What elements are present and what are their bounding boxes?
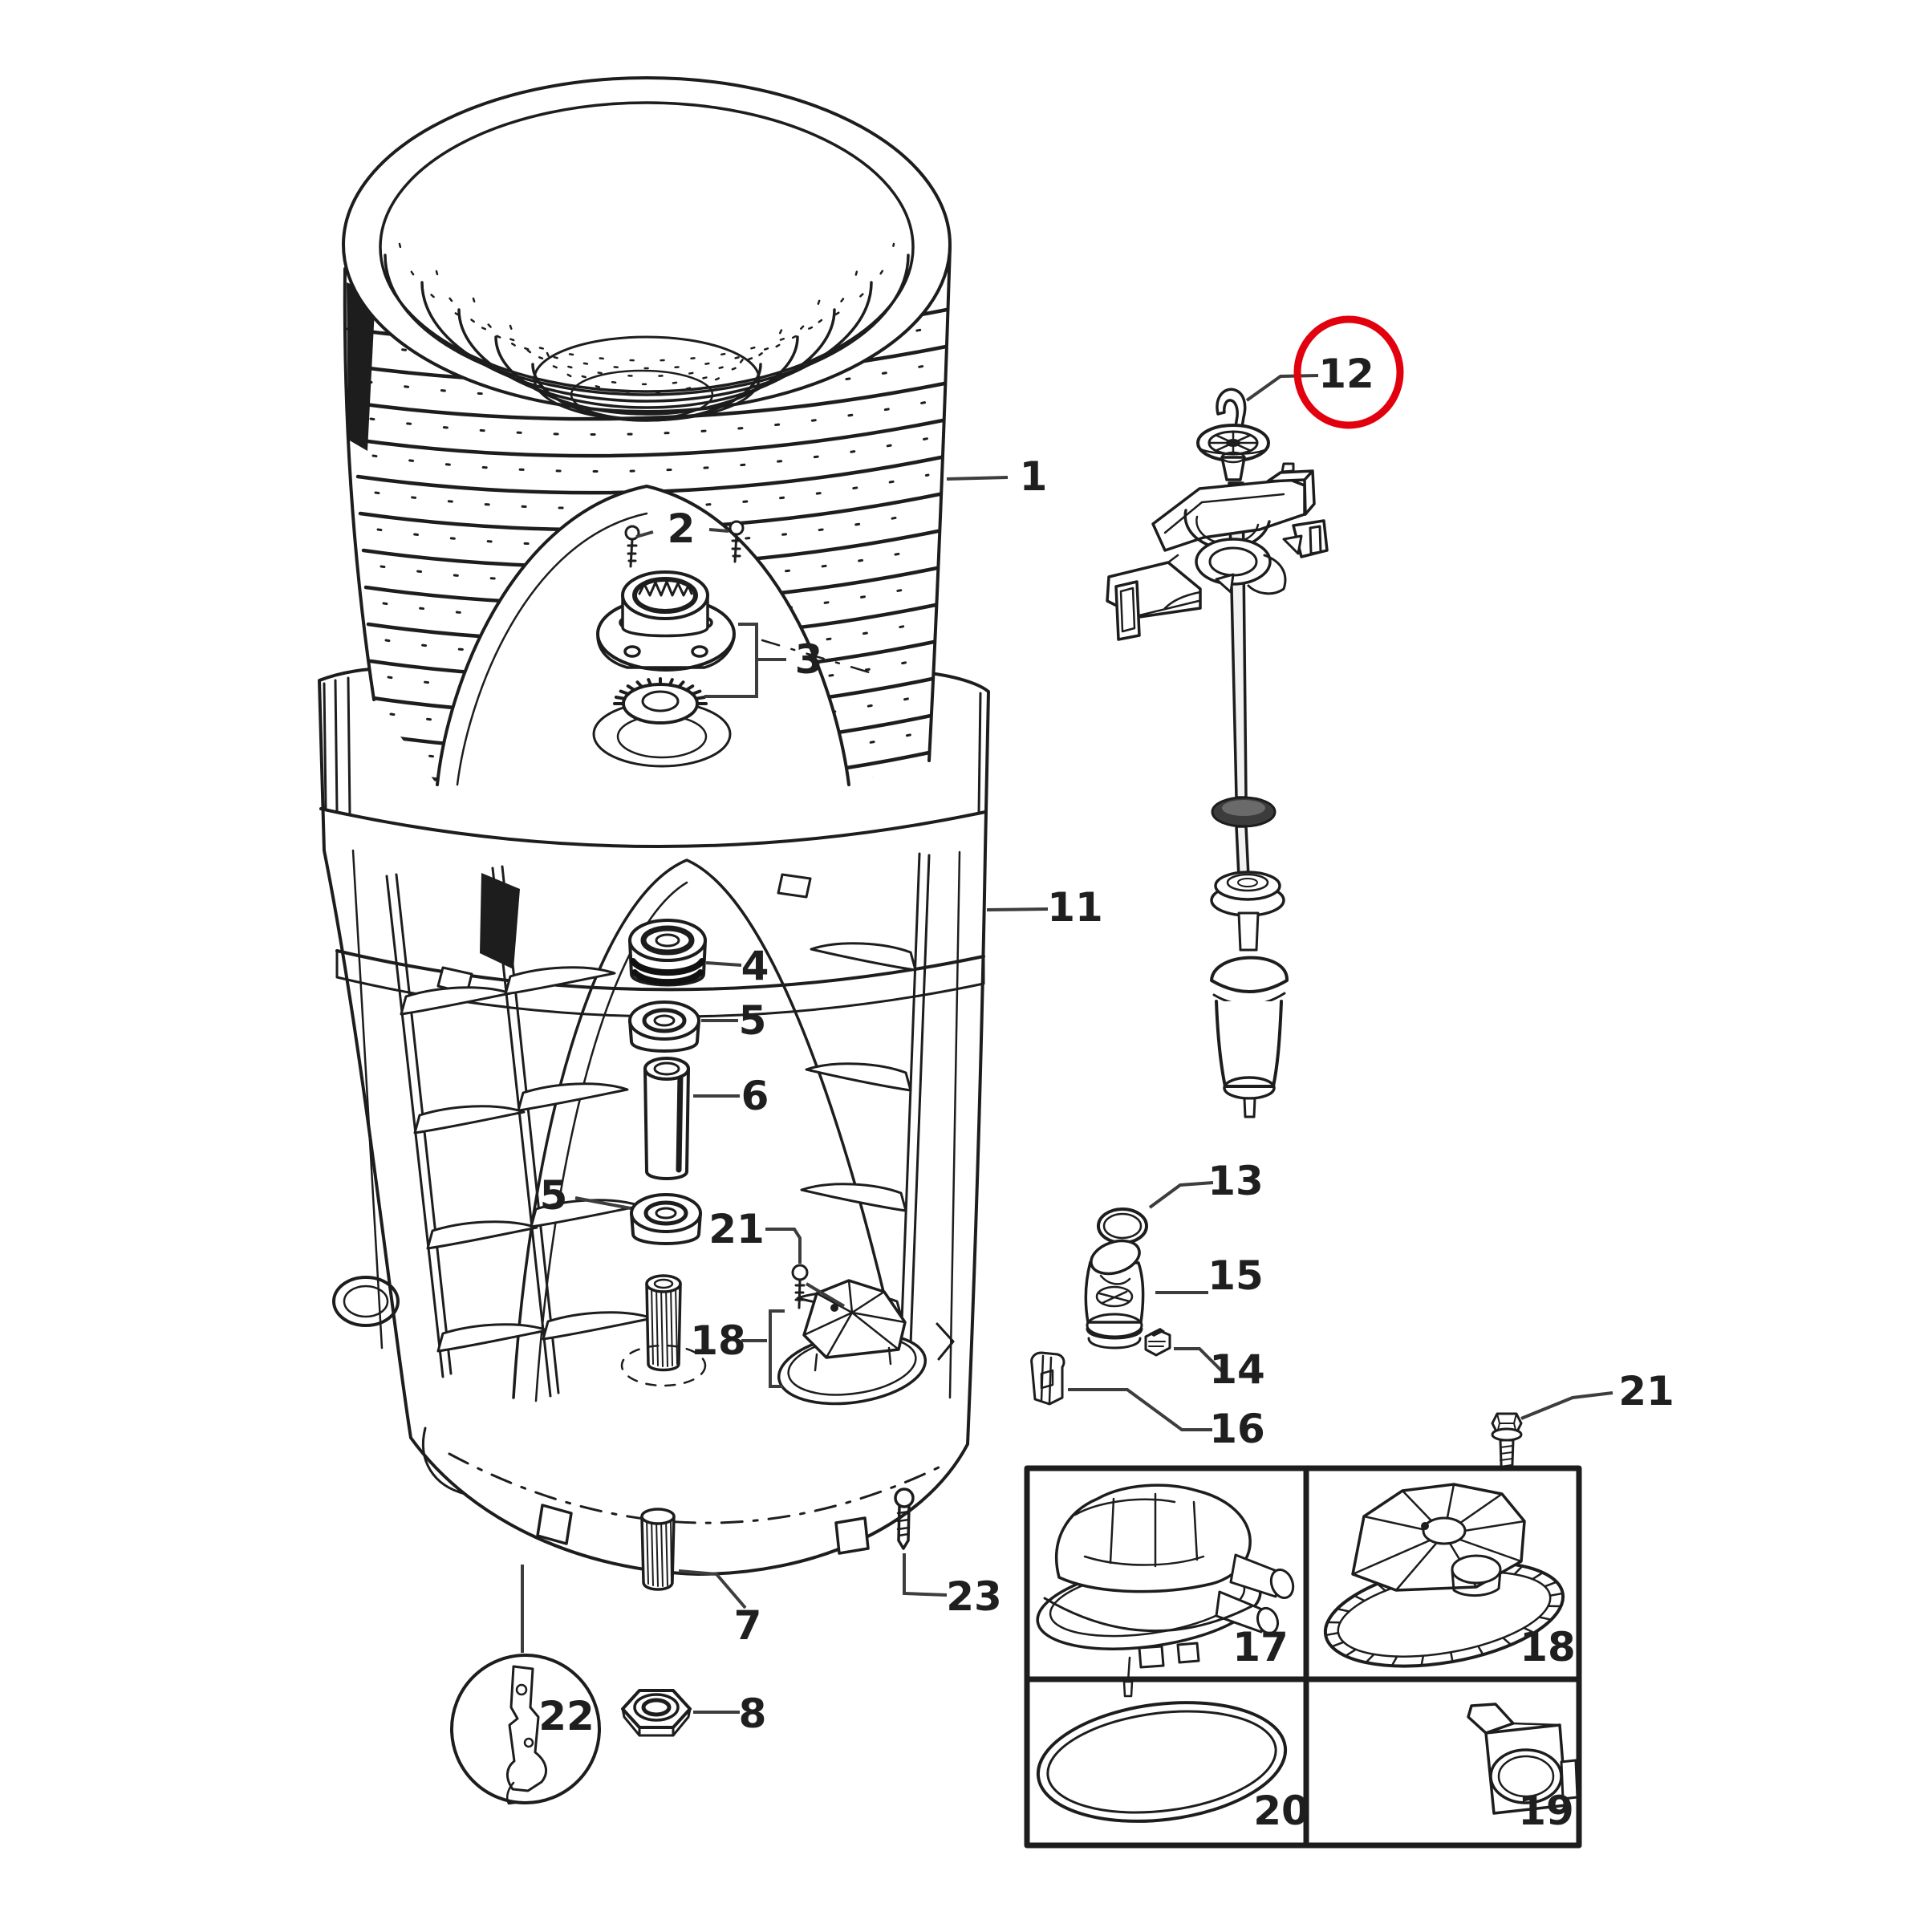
callout-21-19: 21 — [1520, 1368, 1674, 1420]
part-label-7: 7 — [734, 1602, 762, 1649]
part-label-11: 11 — [1047, 884, 1103, 931]
parts-grid — [1024, 1465, 1582, 1849]
hub-gear-assembly-3 — [592, 570, 736, 768]
part-label-4: 4 — [741, 943, 769, 989]
pump-in-tub-18 — [777, 1279, 927, 1406]
part-label-6: 6 — [741, 1073, 769, 1119]
callout-18-8: 18 — [690, 1309, 785, 1388]
screw-21-in-tub — [791, 1264, 809, 1309]
callout-20-22: 20 — [1253, 1788, 1309, 1834]
part-label-13: 13 — [1208, 1158, 1264, 1204]
highlight-ring-part-12 — [1293, 315, 1404, 429]
part-label-16: 16 — [1209, 1406, 1265, 1452]
large-oring-20 — [1036, 1701, 1288, 1823]
callout-14-17: 14 — [1174, 1346, 1265, 1393]
callout-17-20: 17 — [1232, 1624, 1289, 1670]
pump-cover-18 — [1323, 1483, 1565, 1668]
part-label-19: 19 — [1518, 1788, 1574, 1834]
part-label-21: 21 — [708, 1206, 765, 1252]
part-label-18: 18 — [1520, 1624, 1576, 1670]
callout-5-4: 5 — [701, 997, 766, 1044]
callout-16-18: 16 — [1068, 1388, 1265, 1452]
callout-7-9: 7 — [678, 1569, 762, 1649]
elbow-15 — [1084, 1239, 1145, 1350]
callout-13-15: 13 — [1148, 1158, 1264, 1209]
part-label-15: 15 — [1208, 1252, 1264, 1299]
callout-18-21: 18 — [1520, 1624, 1576, 1670]
callout-22-10: 22 — [521, 1565, 595, 1739]
nut-8 — [621, 1689, 692, 1737]
oring-13 — [1097, 1208, 1148, 1244]
fastener-key-22 — [450, 1654, 601, 1805]
part-label-1: 1 — [1020, 453, 1048, 500]
callout-5-6: 5 — [540, 1172, 631, 1219]
part-label-3: 3 — [795, 636, 823, 683]
part-label-5: 5 — [739, 997, 767, 1044]
screws-2 — [624, 520, 745, 568]
part-label-18: 18 — [690, 1317, 746, 1364]
seal-4 — [628, 919, 707, 987]
callout-23-12: 23 — [903, 1553, 1002, 1620]
bearing-5-upper — [628, 1000, 700, 1053]
screw-23 — [894, 1488, 915, 1550]
part-label-2: 2 — [668, 505, 696, 552]
part-label-12: 12 — [1318, 351, 1374, 397]
spline-shaft-stub — [620, 1274, 707, 1387]
callout-6-5: 6 — [693, 1073, 769, 1119]
part-label-14: 14 — [1209, 1346, 1265, 1393]
outlet-duct-19 — [1467, 1703, 1579, 1815]
callout-21-7: 21 — [708, 1206, 846, 1308]
callout-19-23: 19 — [1518, 1788, 1574, 1834]
float-rod-assembly-12 — [1106, 388, 1329, 1118]
part-label-8: 8 — [739, 1690, 767, 1737]
callout-2-1: 2 — [635, 505, 729, 552]
callout-8-11: 8 — [693, 1690, 766, 1737]
part-label-22: 22 — [538, 1693, 595, 1739]
part-label-17: 17 — [1232, 1624, 1289, 1670]
spline-pin-7 — [640, 1508, 676, 1591]
spacer-6 — [643, 1057, 690, 1180]
clamp-14 — [1144, 1328, 1171, 1357]
callout-1-0: 1 — [946, 453, 1048, 500]
callout-4-3: 4 — [705, 943, 769, 989]
part-label-23: 23 — [946, 1573, 1002, 1620]
callout-11-13: 11 — [986, 884, 1103, 931]
callout-3-2: 3 — [704, 623, 823, 698]
callout-15-16: 15 — [1155, 1252, 1264, 1299]
callout-12-14: 12 — [1245, 351, 1374, 402]
clip-16 — [1030, 1351, 1065, 1406]
part-label-20: 20 — [1253, 1788, 1309, 1834]
pump-assembly-17 — [1036, 1484, 1295, 1698]
part-label-21: 21 — [1618, 1368, 1674, 1414]
part-label-5: 5 — [540, 1172, 568, 1219]
bearing-5-lower — [630, 1193, 702, 1245]
